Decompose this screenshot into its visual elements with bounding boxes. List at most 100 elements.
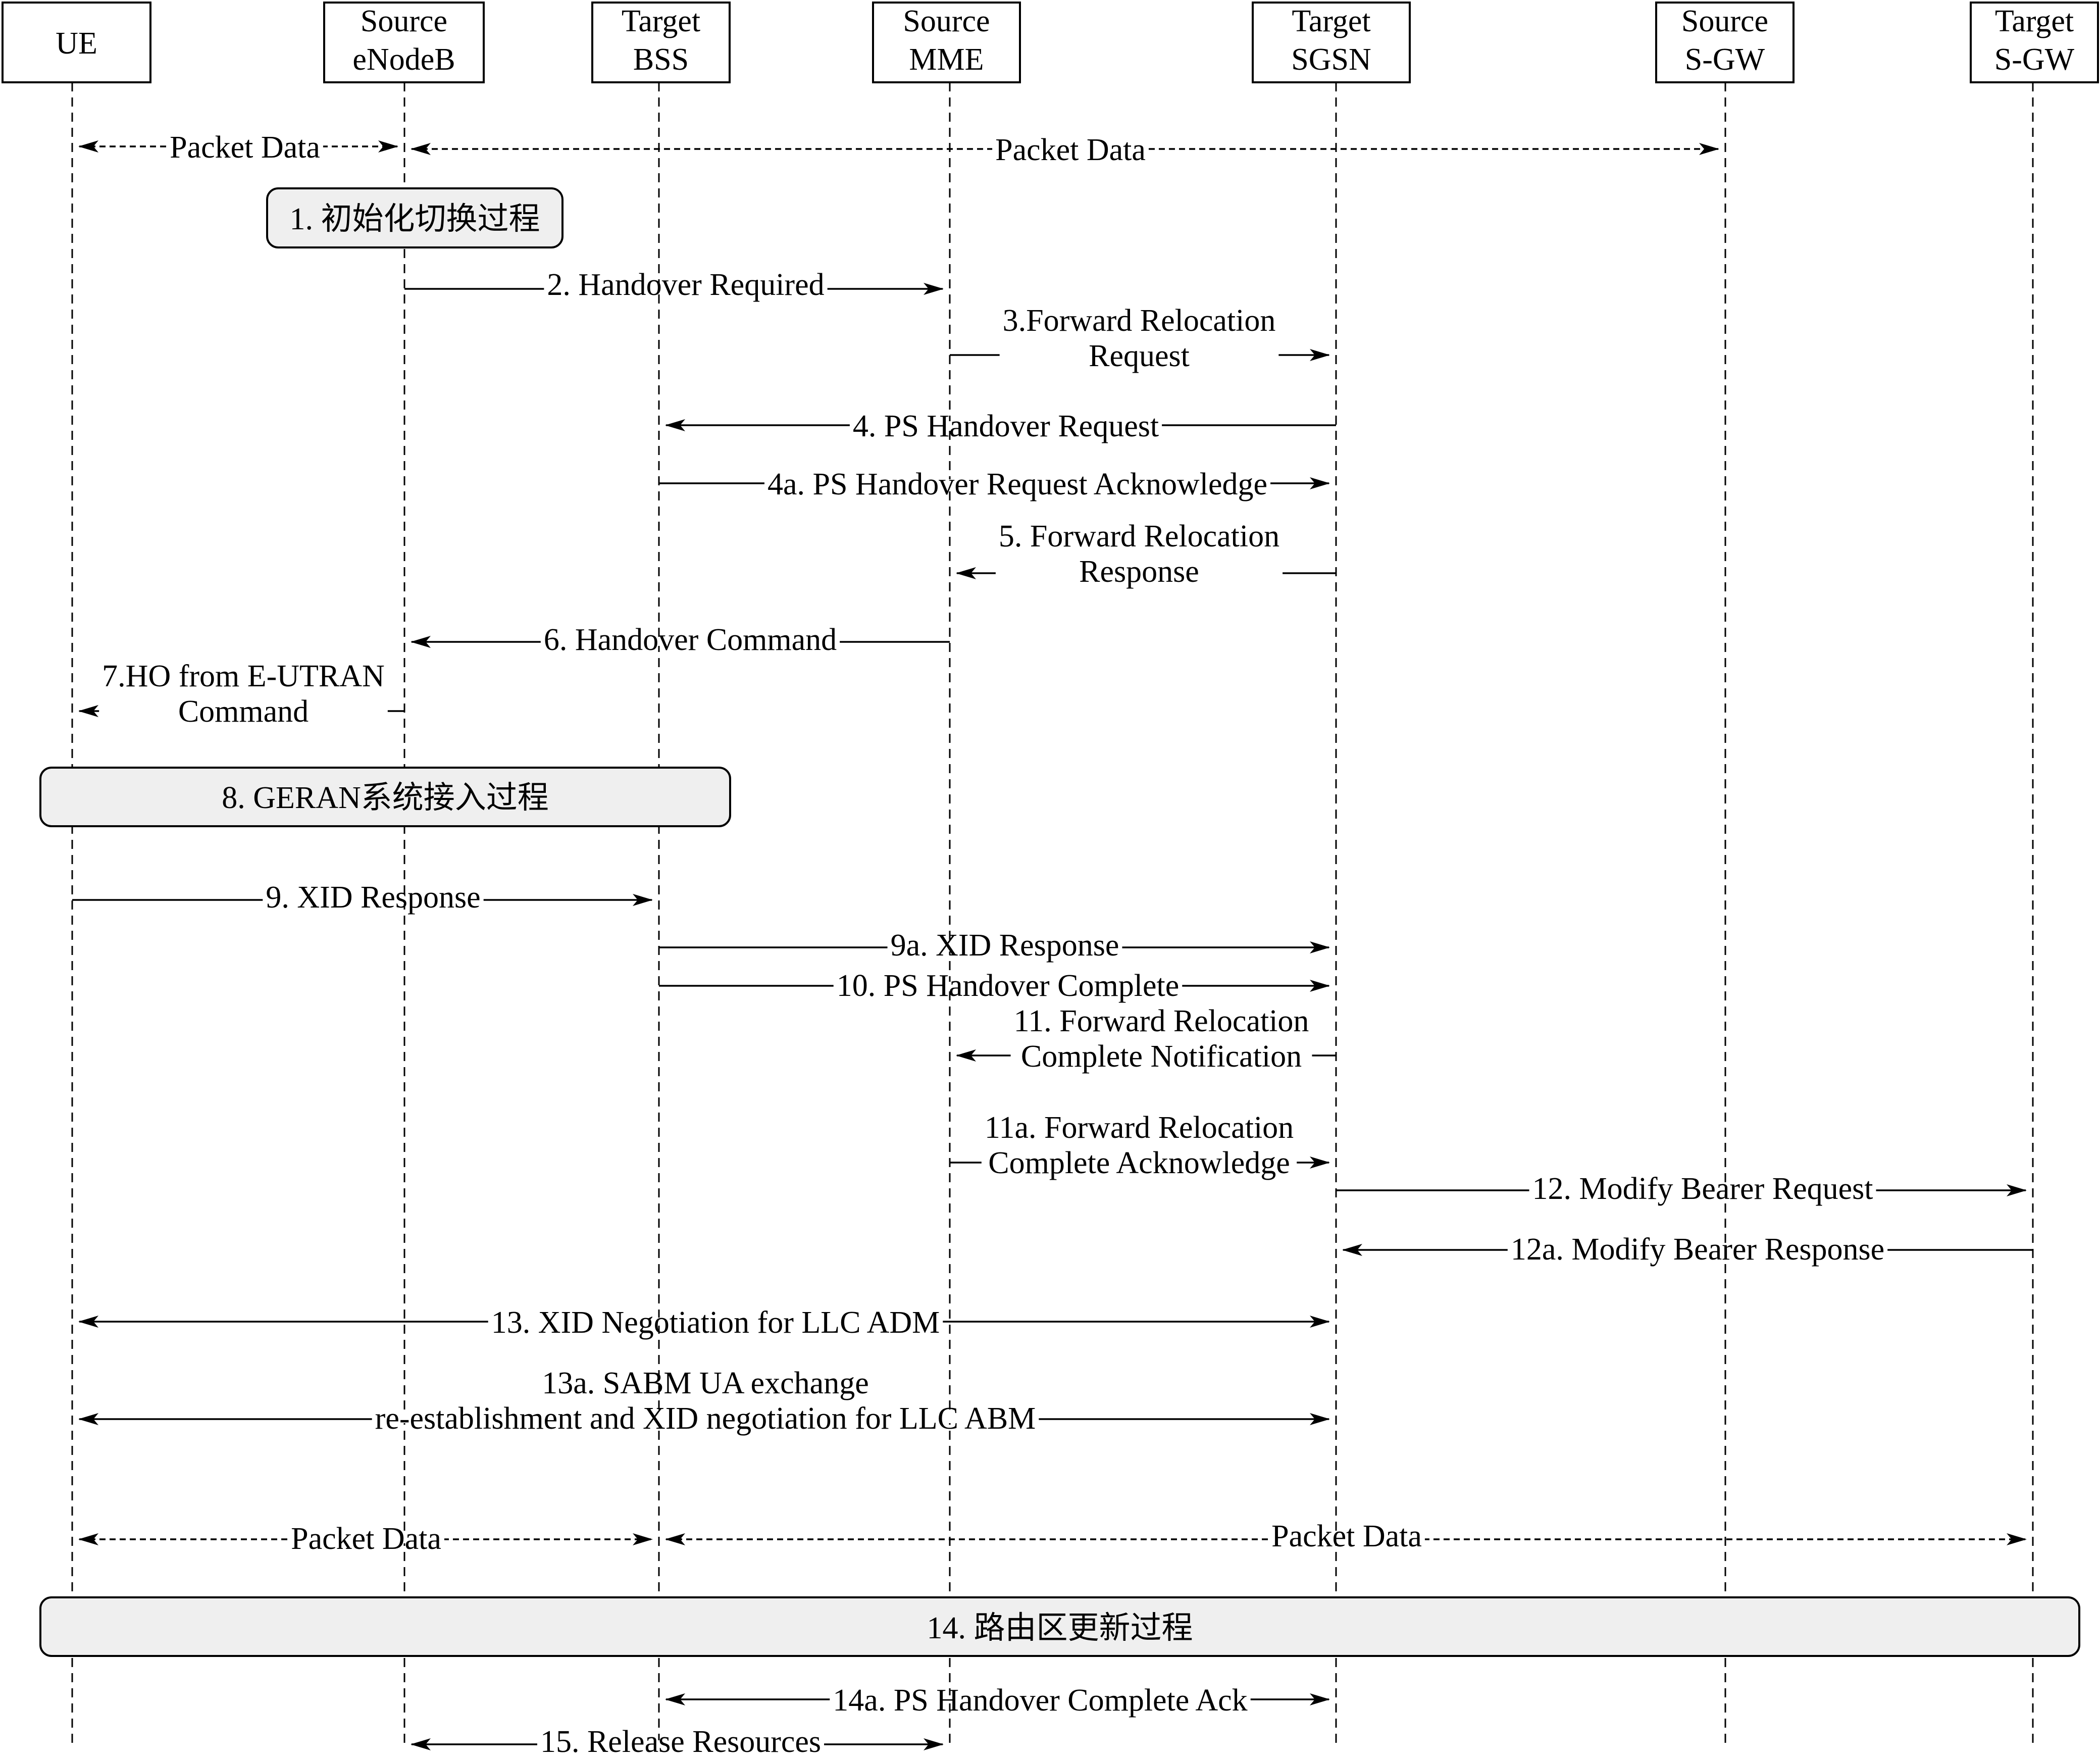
process-label: 8. GERAN系统接入过程 xyxy=(222,781,549,815)
message-label-line-0: 12. Modify Bearer Request xyxy=(1532,1172,1873,1206)
message-label-line-0: Packet Data xyxy=(170,130,320,165)
participant-label-enb-1: eNodeB xyxy=(352,42,455,77)
message-label-line-0: 9a. XID Response xyxy=(891,928,1119,963)
label-backing xyxy=(999,351,1279,359)
message-label-line-1: re-establishment and XID negotiation for… xyxy=(375,1401,1036,1436)
message-label-line-0: Packet Data xyxy=(1271,1519,1422,1553)
label-backing xyxy=(830,1695,1251,1703)
message-24: 15. Release Resources xyxy=(411,1725,944,1759)
participant-label-bss-1: BSS xyxy=(633,42,689,77)
message-11: 9. XID Response xyxy=(72,880,653,915)
participant-box-bss xyxy=(591,2,731,83)
label-backing xyxy=(1507,1246,1888,1254)
label-backing xyxy=(764,479,1271,487)
process-label: 14. 路由区更新过程 xyxy=(927,1611,1193,1645)
label-backing xyxy=(981,1159,1297,1167)
message-label-line-0: 5. Forward Relocation xyxy=(999,519,1279,554)
process-step-10: 8. GERAN系统接入过程 xyxy=(39,767,731,827)
label-backing xyxy=(849,421,1162,429)
message-5: 4. PS Handover Request xyxy=(665,409,1336,443)
message-label-line-1: Complete Acknowledge xyxy=(988,1146,1290,1180)
label-backing xyxy=(372,1415,1039,1423)
message-3: 2. Handover Required xyxy=(404,268,944,302)
message-label-line-0: 2. Handover Required xyxy=(547,268,824,302)
message-8: 6. Handover Command xyxy=(411,623,950,657)
label-backing xyxy=(537,1740,825,1748)
message-21: Packet Data xyxy=(665,1519,2027,1553)
participant-box-enb xyxy=(323,2,485,83)
participant-label-sgsn-1: SGSN xyxy=(1291,42,1371,77)
label-backing xyxy=(540,638,840,646)
participant-box-ue xyxy=(2,2,151,83)
message-1: Packet Data xyxy=(411,133,1719,167)
message-label-line-0: 13a. SABM UA exchange xyxy=(542,1366,868,1400)
message-label-line-0: 4. PS Handover Request xyxy=(853,409,1159,443)
label-backing xyxy=(488,1318,943,1326)
label-backing xyxy=(1268,1535,1425,1543)
participant-label-sgsn-0: Target xyxy=(1292,4,1370,38)
participant-label-mme-0: Source xyxy=(903,4,990,38)
process-step-22: 14. 路由区更新过程 xyxy=(39,1596,2080,1657)
process-box xyxy=(266,187,564,248)
message-label-line-0: Packet Data xyxy=(995,133,1146,167)
label-backing xyxy=(992,145,1149,153)
message-label-line-0: 6. Handover Command xyxy=(544,623,837,657)
message-label-line-0: 11a. Forward Relocation xyxy=(985,1111,1294,1145)
message-6: 4a. PS Handover Request Acknowledge xyxy=(659,467,1330,501)
message-label-line-0: 4a. PS Handover Request Acknowledge xyxy=(767,467,1267,501)
label-backing xyxy=(99,707,388,715)
message-label-line-0: 11. Forward Relocation xyxy=(1014,1004,1309,1038)
message-label-line-1: Request xyxy=(1089,339,1190,373)
message-17: 12a. Modify Bearer Response xyxy=(1342,1232,2033,1267)
label-backing xyxy=(833,982,1183,990)
process-box xyxy=(39,767,731,827)
message-label-line-0: 7.HO from E-UTRAN xyxy=(102,659,385,693)
message-label-line-0: 15. Release Resources xyxy=(540,1725,821,1759)
message-20: Packet Data xyxy=(78,1522,653,1556)
process-label: 1. 初始化切换过程 xyxy=(289,202,540,236)
message-18: 13. XID Negotiation for LLC ADM xyxy=(78,1305,1330,1340)
label-backing xyxy=(1010,1051,1312,1060)
participant-label-tsgw-1: S-GW xyxy=(1994,42,2075,77)
message-label-line-0: 9. XID Response xyxy=(266,880,480,915)
process-step-2: 1. 初始化切换过程 xyxy=(266,187,564,248)
message-0: Packet Data xyxy=(78,130,398,165)
label-backing xyxy=(288,1535,444,1543)
process-box xyxy=(39,1596,2080,1657)
message-label-line-1: Response xyxy=(1079,555,1199,589)
label-backing xyxy=(167,142,323,150)
label-backing xyxy=(263,896,484,904)
message-12: 9a. XID Response xyxy=(659,928,1330,963)
label-backing xyxy=(1529,1186,1876,1194)
message-label-line-0: Packet Data xyxy=(291,1522,441,1556)
message-label-line-0: 14a. PS Handover Complete Ack xyxy=(833,1683,1247,1718)
message-label-line-0: 3.Forward Relocation xyxy=(1003,304,1276,338)
participant-headers: UESourceeNodeBTargetBSSSourceMMETargetSG… xyxy=(2,2,2099,83)
label-backing xyxy=(995,569,1283,577)
label-backing xyxy=(887,943,1122,951)
participant-box-tsgw xyxy=(1970,2,2099,83)
message-16: 12. Modify Bearer Request xyxy=(1336,1172,2027,1206)
lifelines xyxy=(71,82,2034,1748)
participant-label-tsgw-0: Target xyxy=(1995,4,2074,38)
participant-box-ssgw xyxy=(1655,2,1795,83)
message-label-line-0: 13. XID Negotiation for LLC ADM xyxy=(491,1305,940,1340)
participant-box-mme xyxy=(872,2,1021,83)
message-label-line-1: Complete Notification xyxy=(1021,1039,1302,1074)
message-13: 10. PS Handover Complete xyxy=(659,969,1330,1003)
message-label-line-0: 12a. Modify Bearer Response xyxy=(1511,1232,1884,1267)
